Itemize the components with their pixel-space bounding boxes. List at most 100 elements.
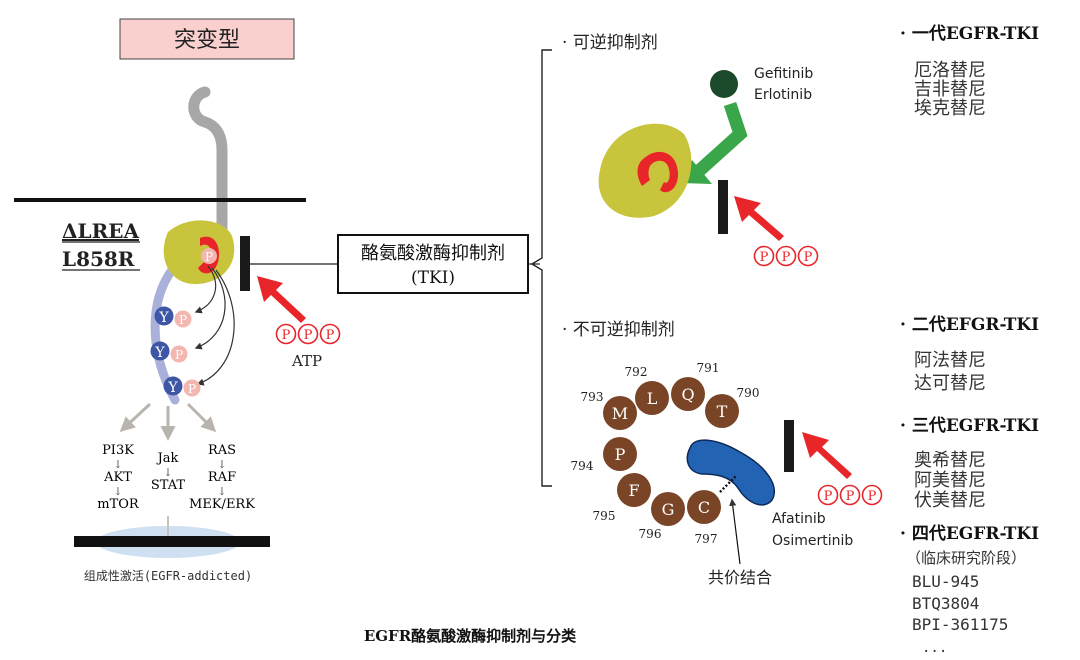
atp-label: ATP bbox=[291, 352, 322, 370]
phosphate-label: P bbox=[188, 382, 196, 396]
drug-name: Afatinib bbox=[772, 511, 826, 527]
kinase-phosphate bbox=[201, 248, 217, 264]
ppp-label: P bbox=[868, 489, 877, 504]
generation-item: 厄洛替尼 bbox=[914, 60, 986, 81]
downstream-arrow-1 bbox=[119, 402, 152, 433]
drug-name: Erlotinib bbox=[754, 87, 812, 103]
down-arrow-glyph: ↓ bbox=[113, 485, 122, 498]
generation-title: · 一代EGFR-TKI bbox=[900, 23, 1039, 44]
generation-item: 奥希替尼 bbox=[914, 450, 986, 471]
generation-item: （临床研究阶段） bbox=[906, 549, 1026, 567]
residue: M 793 bbox=[581, 390, 637, 430]
residue-letter: M bbox=[612, 404, 628, 423]
residue-letter: C bbox=[698, 498, 710, 517]
generation-item: BTQ3804 bbox=[912, 594, 979, 613]
generation-item: 伏美替尼 bbox=[914, 490, 986, 511]
atp-binding-site bbox=[198, 236, 220, 274]
tki-block-bar-left bbox=[240, 236, 250, 291]
atp-red-arrow-reversible bbox=[734, 196, 784, 241]
pathway-node: Jak bbox=[156, 451, 179, 466]
pathway-node: RAS bbox=[208, 443, 236, 458]
phosphate bbox=[170, 345, 188, 363]
tki-box: 酪氨酸激酶抑制剂 (TKI) bbox=[250, 49, 552, 487]
ppp-label: P bbox=[804, 250, 813, 265]
tki-box-title: 酪氨酸激酶抑制剂 bbox=[361, 243, 505, 264]
tyrosine bbox=[163, 376, 183, 396]
down-arrow-glyph: ↓ bbox=[217, 458, 226, 471]
ppp-label: P bbox=[304, 328, 313, 343]
drug-name: Osimertinib bbox=[772, 533, 853, 549]
phosphate-label: P bbox=[175, 348, 183, 362]
down-arrow-glyph: ↓ bbox=[113, 458, 122, 471]
pathway-pi3k: PI3K ↓ AKT ↓ mTOR bbox=[97, 443, 140, 512]
residue: G 796 bbox=[639, 492, 685, 541]
atp-site-reversible bbox=[637, 151, 679, 193]
pathway-node: PI3K bbox=[102, 443, 134, 458]
pathway-node: RAF bbox=[208, 470, 236, 485]
tki-block-bar-irreversible bbox=[784, 420, 794, 472]
phosphate bbox=[174, 310, 192, 328]
irreversible-inhibitor-shape bbox=[686, 439, 775, 506]
residue-number: 796 bbox=[639, 527, 662, 541]
atp-red-arrow-left bbox=[257, 276, 306, 323]
activation-bar bbox=[74, 536, 270, 547]
phospho-arrow-1 bbox=[194, 265, 217, 314]
activation-caption: 组成性激活(EGFR-addicted) bbox=[84, 569, 252, 583]
generation-item: ... bbox=[922, 640, 947, 656]
ppp-label: P bbox=[760, 250, 769, 265]
residue-number: 790 bbox=[737, 386, 760, 400]
generation-item: 达可替尼 bbox=[914, 373, 986, 394]
residue-number: 795 bbox=[593, 509, 616, 523]
mutant-title: 突变型 bbox=[174, 28, 240, 53]
tyrosine bbox=[150, 341, 170, 361]
down-arrow-glyph: ↓ bbox=[163, 466, 172, 479]
generation-title: · 三代EGFR-TKI bbox=[900, 415, 1039, 436]
tyrosine-label: Y bbox=[158, 310, 169, 326]
pathway-node: AKT bbox=[103, 470, 132, 485]
generation-item: 阿法替尼 bbox=[914, 350, 986, 371]
residue-letter: T bbox=[717, 402, 728, 421]
residue: T 790 bbox=[705, 386, 759, 428]
ppp-label: P bbox=[846, 489, 855, 504]
generation-item: BPI-361175 bbox=[912, 615, 1008, 634]
receptor-extracellular-domain bbox=[188, 86, 228, 234]
residue-letter: L bbox=[647, 389, 658, 408]
pathway-node: MEK/ERK bbox=[189, 497, 255, 512]
generation-item: BLU-945 bbox=[912, 572, 979, 591]
phospho-arrow-3 bbox=[196, 269, 235, 386]
atp-ppp-reversible: P P P bbox=[753, 245, 819, 267]
mutation-label-1: ΔLREA bbox=[62, 219, 139, 243]
residue-number: 792 bbox=[625, 365, 648, 379]
reversible-heading: · 可逆抑制剂 bbox=[562, 33, 658, 53]
ppp-label: P bbox=[782, 250, 791, 265]
residue: C 797 bbox=[687, 490, 721, 546]
atp-ppp-left: P P P bbox=[275, 323, 341, 345]
tki-block-bar-reversible bbox=[718, 180, 728, 234]
tyrosine bbox=[154, 306, 174, 326]
generation-item: 埃克替尼 bbox=[914, 98, 986, 119]
kinase-domain bbox=[163, 220, 235, 285]
drug-head-icon bbox=[710, 70, 738, 98]
generation-title: · 四代EGFR-TKI bbox=[900, 523, 1039, 544]
tyrosine-pair-3: Y P bbox=[163, 376, 201, 397]
pathway-jak: Jak ↓ STAT bbox=[151, 451, 186, 493]
left-panel: 突变型 P ΔLREA L858R Y P Y bbox=[14, 18, 341, 583]
downstream-arrow-3 bbox=[186, 402, 217, 433]
pathway-node: STAT bbox=[151, 478, 186, 493]
irreversible-heading: · 不可逆抑制剂 bbox=[562, 320, 675, 340]
residue-letter: F bbox=[628, 481, 639, 500]
pathway-node: mTOR bbox=[97, 497, 140, 512]
cell-membrane bbox=[14, 198, 306, 202]
tyrosine-pair-2: Y P bbox=[150, 341, 188, 363]
tyrosine-pair-1: Y P bbox=[154, 306, 192, 328]
generation-title: · 二代EFGR-TKI bbox=[900, 314, 1039, 335]
drug-green-arrow bbox=[695, 101, 748, 175]
ppp-label: P bbox=[824, 489, 833, 504]
residue: P 794 bbox=[571, 437, 637, 473]
residue-ring: M 793 L 792 Q 791 T 790 P 794 bbox=[571, 361, 760, 546]
residue-letter: P bbox=[615, 445, 626, 464]
residue-letter: Q bbox=[681, 385, 694, 404]
ppp-label: P bbox=[326, 328, 335, 343]
covalent-pointer bbox=[729, 498, 741, 565]
